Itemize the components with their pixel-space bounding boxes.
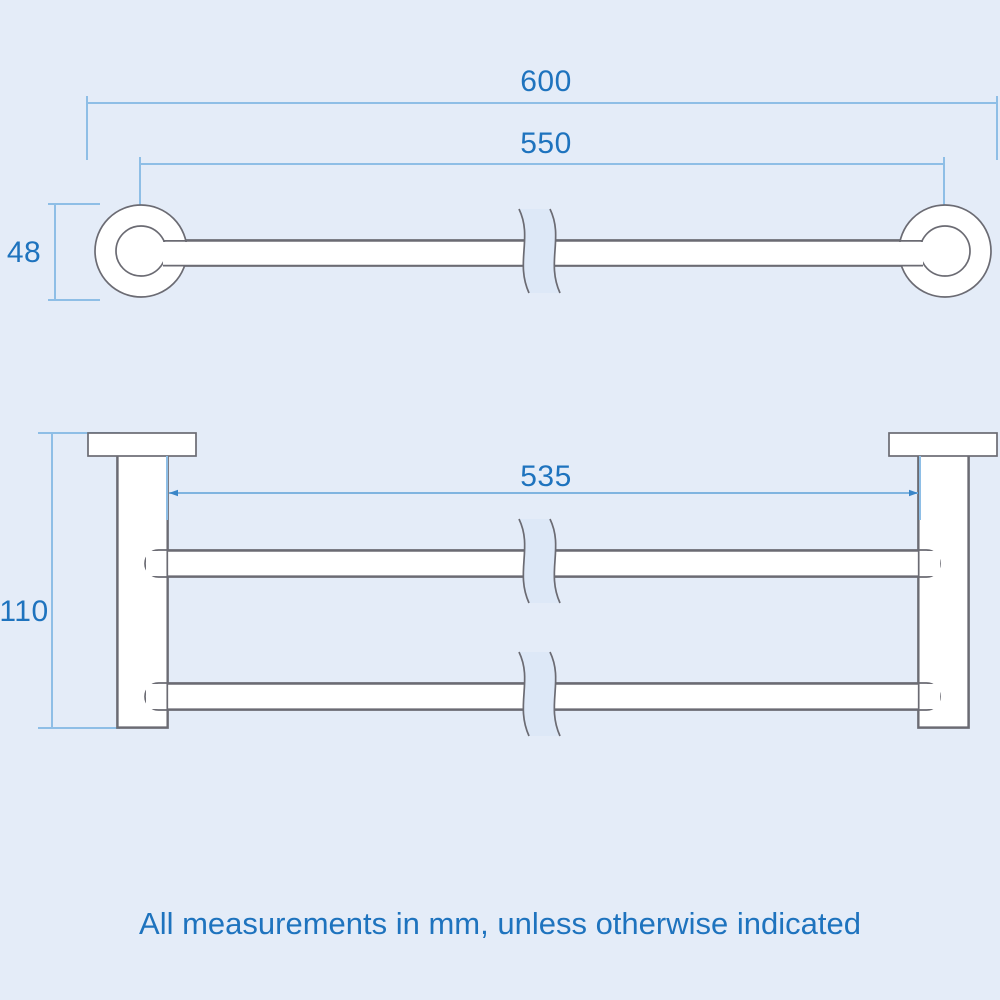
dimension-600-group: 600 — [86, 62, 998, 160]
dimension-110-text-backdrop — [0, 592, 48, 628]
top-view-left-flange-inner — [115, 225, 167, 277]
front-view-right-wall-plate — [888, 432, 998, 457]
top-view-break-symbol — [518, 208, 561, 294]
dimension-48-group: 48 — [2, 203, 100, 301]
front-view-lower-bar-right-joint — [918, 684, 940, 709]
dimension-48-text-backdrop — [2, 233, 48, 269]
units-caption: All measurements in mm, unless otherwise… — [139, 906, 861, 941]
front-view-left-wall-plate — [87, 432, 197, 457]
top-view-rail-assembly — [94, 204, 992, 298]
dimension-600-text-backdrop — [505, 62, 590, 98]
dimension-110-group: 110 — [0, 432, 120, 729]
front-view-upper-bar-left-joint — [146, 551, 168, 576]
dimension-550-text-backdrop — [505, 124, 590, 160]
front-view-right-post — [917, 449, 970, 729]
front-view-left-post — [116, 449, 169, 729]
dimension-535-group: 535 — [166, 455, 921, 520]
dimension-48-label: 48 — [7, 236, 41, 269]
top-view-right-flange-inner — [919, 225, 971, 277]
dimension-600-label: 600 — [520, 65, 572, 98]
dimension-535-label: 535 — [520, 460, 572, 493]
front-view-upper-bar-right-joint — [918, 551, 940, 576]
front-view-lower-bar-left-joint — [146, 684, 168, 709]
front-view-upper-break-symbol — [518, 518, 561, 604]
front-view-rail-assembly — [87, 432, 998, 737]
dimension-535-text-backdrop — [505, 455, 590, 489]
dimension-550-label: 550 — [520, 127, 572, 160]
dimension-110-label: 110 — [0, 595, 49, 628]
front-view-lower-break-symbol — [518, 651, 561, 737]
